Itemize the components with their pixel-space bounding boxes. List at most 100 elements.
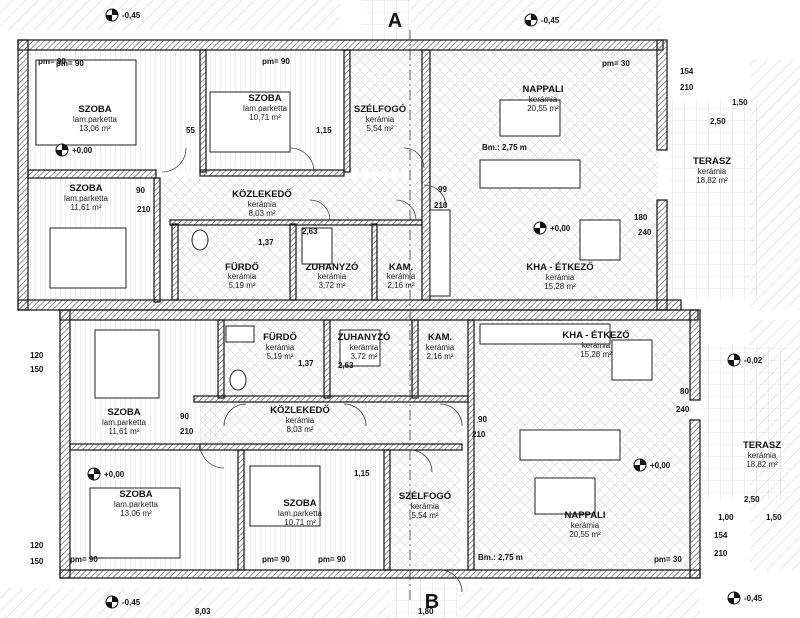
dim-label: 210	[180, 427, 194, 436]
room-finish: kerámia	[571, 521, 600, 530]
dim-label: 120	[30, 541, 44, 550]
room-finish: lam.parketta	[278, 509, 323, 518]
dim-label: 150	[30, 365, 44, 374]
room-height-note-2: Bm.: 2,75 m	[478, 553, 523, 562]
dim-label: 210	[714, 549, 728, 558]
dining-table-1	[579, 219, 621, 261]
dim-label: 2,63	[302, 227, 318, 236]
room-area: 20,55 m²	[527, 104, 559, 113]
room-name: KÖZLEKEDŐ	[232, 188, 292, 200]
room-area: 13,06 m²	[79, 124, 111, 133]
room-name: ZUHANYZÓ	[338, 331, 391, 343]
dim-label: 8,03	[195, 607, 211, 616]
toilet-2	[229, 369, 247, 391]
room-area: 5,19 m²	[228, 281, 255, 290]
room-area: 10,71 m²	[284, 518, 316, 527]
bed-4	[94, 329, 160, 399]
pavement-top-left	[0, 0, 340, 30]
dim-label: 154	[714, 531, 728, 540]
level-zero-1: +0,00	[72, 146, 93, 155]
dim-label: 90	[180, 412, 189, 421]
sofa-2	[519, 429, 621, 461]
room-name: SZOBA	[248, 93, 281, 104]
dim-label: 180	[634, 213, 648, 222]
room-name: ZUHANYZÓ	[306, 261, 359, 273]
dimension-labels: pm= 90 pm= 90 pm= 90 pm= 30 pm= 90 pm= 9…	[30, 57, 782, 616]
shower-tray-1	[301, 227, 333, 265]
room-name: SZOBA	[69, 183, 102, 194]
room-name: TERASZ	[693, 156, 731, 167]
room-name: SZOBA	[78, 104, 111, 115]
room-finish: lam.parketta	[102, 418, 147, 427]
level-zero-2: +0,00	[550, 224, 571, 233]
room-name: SZOBA	[283, 498, 316, 509]
room-area: 11,61 m²	[71, 203, 102, 212]
dim-label: 1,00	[718, 513, 734, 522]
room-name: NAPPALI	[523, 84, 564, 95]
kitchen-counter-2	[479, 323, 611, 345]
room-area: 5,19 m²	[266, 352, 293, 361]
bed-5	[89, 487, 181, 559]
room-area: 15,28 m²	[580, 350, 612, 359]
room-area: 18,82 m²	[696, 176, 728, 185]
dim-label: 80	[680, 387, 689, 396]
dining-table-2	[611, 339, 653, 381]
dim-label: 2,50	[710, 117, 726, 126]
level-zero-3: +0,00	[104, 470, 125, 479]
room-name: KHA - ÉTKEZŐ	[526, 261, 593, 273]
room-name: SZÉLFOGÓ	[354, 103, 406, 115]
toilet-1	[191, 229, 209, 251]
room-finish: kerámia	[698, 167, 727, 176]
room-name: SZOBA	[119, 489, 152, 500]
room-area: 15,28 m²	[544, 282, 576, 291]
room-name: KAM.	[389, 262, 413, 273]
level-top-mid: -0,45	[541, 16, 560, 25]
pm-label: pm= 90	[38, 57, 66, 66]
level-terrace-low: -0,02	[744, 356, 763, 365]
room-finish: kerámia	[266, 343, 295, 352]
room-finish: kerámia	[748, 451, 777, 460]
walls	[17, 39, 701, 579]
room-area: 18,82 m²	[746, 460, 778, 469]
room-name: KÖZLEKEDŐ	[270, 404, 330, 416]
entrance-steps-a	[362, 0, 410, 40]
room-area: 13,06 m²	[120, 509, 152, 518]
room-finish: lam.parketta	[243, 104, 288, 113]
pm-label: pm= 90	[70, 555, 98, 564]
dim-label: 90	[478, 415, 487, 424]
dim-label: 1,37	[258, 238, 274, 247]
pavement-bottom-left	[0, 588, 390, 618]
dim-label: 2,50	[744, 495, 760, 504]
pm-label: pm= 90	[262, 57, 290, 66]
table-1	[499, 99, 561, 137]
pavement-bottom-right	[460, 588, 700, 618]
bed-2	[209, 91, 291, 153]
dim-label: 1,15	[316, 126, 332, 135]
dim-label: 150	[30, 557, 44, 566]
dim-label: 1,15	[354, 469, 370, 478]
room-finish: kerámia	[582, 341, 611, 350]
room-name: NAPPALI	[565, 510, 606, 521]
room-finish: kerámia	[529, 95, 558, 104]
room-area: 8,03 m²	[286, 425, 313, 434]
room-finish: kerámia	[546, 273, 575, 282]
pm-label: pm= 90	[262, 555, 290, 564]
dim-label: 120	[30, 351, 44, 360]
room-name: KHA - ÉTKEZŐ	[562, 329, 629, 341]
sofa-1	[479, 159, 581, 189]
room-finish: kerámia	[411, 502, 440, 511]
room-labels: SZOBA lam.parketta 13,06 m² SZOBA lam.pa…	[64, 84, 781, 539]
room-name: SZÉLFOGÓ	[399, 490, 451, 502]
pm-label: pm= 90	[56, 59, 84, 68]
room-area: 3,72 m²	[318, 281, 345, 290]
room-finish: kerámia	[318, 272, 347, 281]
dim-label: 99	[438, 185, 447, 194]
kitchen-counter-1	[429, 209, 451, 297]
room-area: 8,03 m²	[248, 209, 275, 218]
dim-label: 90	[136, 186, 145, 195]
sink-2	[225, 325, 255, 343]
dim-label: 210	[137, 205, 151, 214]
pm-label: pm= 30	[654, 555, 682, 564]
